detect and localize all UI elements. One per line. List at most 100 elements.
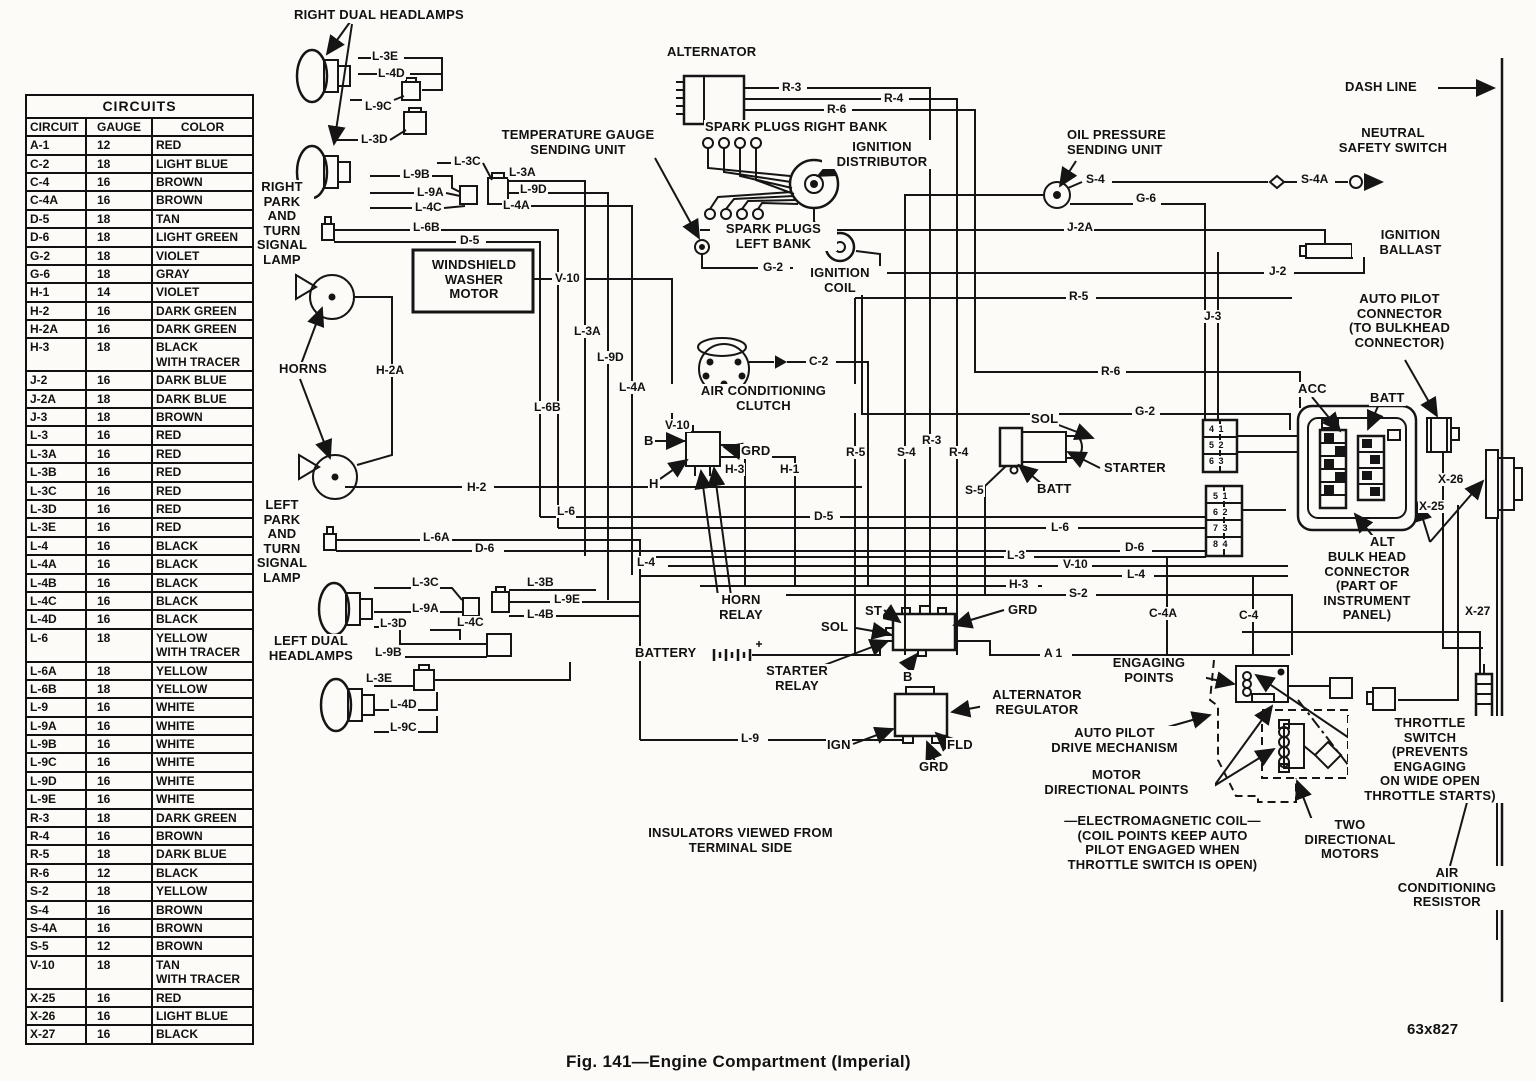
table-cell: 16 xyxy=(85,425,153,446)
table-cell: L-9 xyxy=(25,697,87,718)
table-cell: WHITE xyxy=(151,734,254,755)
starter-relay-icon xyxy=(885,605,957,657)
table-cell: C-2 xyxy=(25,153,87,174)
table-cell: G-6 xyxy=(25,263,87,285)
table-cell: GRAY xyxy=(151,263,254,285)
mechanism-connector-icon xyxy=(1329,677,1353,699)
throttle-switch-icon xyxy=(1366,687,1396,711)
table-cell: R-5 xyxy=(25,844,87,865)
table-cell: RED xyxy=(151,517,254,538)
circuits-table-title: CIRCUITS xyxy=(25,94,254,119)
table-cell: 16 xyxy=(85,300,153,322)
connector-block-b-icon xyxy=(1204,484,1244,558)
table-cell: WHITE xyxy=(151,715,254,737)
spark-plugs-left-icons xyxy=(704,191,799,220)
horn-lower-icon xyxy=(298,453,358,500)
directional-motor-icon xyxy=(1278,719,1305,773)
table-cell: L-4B xyxy=(25,572,87,593)
table-cell: 18 xyxy=(85,844,153,865)
table-cell: L-4A xyxy=(25,554,87,575)
table-cell: 18 xyxy=(85,807,153,829)
table-cell: 18 xyxy=(85,245,153,266)
table-cell: L-3D xyxy=(25,498,87,520)
table-cell: RED xyxy=(151,443,254,465)
table-cell: BLACK xyxy=(151,590,254,612)
table-cell: 18 xyxy=(85,388,153,410)
table-cell: 16 xyxy=(85,319,153,340)
table-cell: BROWN xyxy=(151,899,254,921)
table-cell: 16 xyxy=(85,171,153,193)
table-cell: L-9C xyxy=(25,752,87,773)
table-cell: 16 xyxy=(85,462,153,483)
table-cell: V-10 xyxy=(25,954,87,990)
table-cell: 16 xyxy=(85,609,153,630)
auto-pilot-connector-icon xyxy=(1426,417,1460,453)
table-cell: 16 xyxy=(85,1005,153,1027)
table-cell: H-3 xyxy=(25,337,87,373)
table-cell: BLACK xyxy=(151,862,254,884)
engaging-points-coil-icon xyxy=(1235,665,1289,703)
table-cell: 16 xyxy=(85,370,153,391)
table-cell: 18 xyxy=(85,263,153,285)
right-headlamp-lower-icon xyxy=(295,144,351,200)
table-cell: 16 xyxy=(85,517,153,538)
table-cell: 12 xyxy=(85,135,153,156)
table-cell: 18 xyxy=(85,678,153,700)
table-cell: R-4 xyxy=(25,826,87,847)
right-park-lamp-icon xyxy=(321,216,335,241)
horn-upper-icon xyxy=(295,273,355,320)
table-cell: H-2A xyxy=(25,319,87,340)
table-cell: L-4D xyxy=(25,609,87,630)
table-cell: WHITE xyxy=(151,789,254,810)
table-cell: 16 xyxy=(85,789,153,810)
table-cell: L-3 xyxy=(25,425,87,446)
table-cell: 14 xyxy=(85,282,153,303)
ignition-coil-icon xyxy=(824,231,856,263)
table-cell: LIGHT GREEN xyxy=(151,227,254,248)
table-cell: BROWN xyxy=(151,171,254,193)
table-cell: DARK BLUE xyxy=(151,370,254,391)
table-cell: 16 xyxy=(85,770,153,792)
table-cell: DARK BLUE xyxy=(151,388,254,410)
col-header-gauge: GAUGE xyxy=(85,116,153,138)
table-cell: 12 xyxy=(85,936,153,957)
ac-resistor-icon xyxy=(1474,664,1494,732)
spark-plugs-right-icons xyxy=(702,137,795,195)
table-cell: J-2 xyxy=(25,370,87,391)
table-cell: BLACK xyxy=(151,572,254,593)
table-cell: 16 xyxy=(85,480,153,502)
table-cell: WHITE xyxy=(151,697,254,718)
table-cell: YELLOW xyxy=(151,660,254,681)
table-cell: 16 xyxy=(85,554,153,575)
connector-block-a-icon xyxy=(1201,418,1239,474)
table-cell: L-3B xyxy=(25,462,87,483)
col-header-circuit: CIRCUIT xyxy=(25,116,87,138)
firewall-connector-icon xyxy=(1485,449,1523,519)
table-cell: S-4A xyxy=(25,917,87,939)
starter-icon xyxy=(998,426,1083,475)
left-headlamp-upper-icon xyxy=(317,581,373,637)
right-headlamp-upper-icon xyxy=(295,48,351,104)
table-cell: 16 xyxy=(85,715,153,737)
table-cell: L-6A xyxy=(25,660,87,681)
table-cell: L-9E xyxy=(25,789,87,810)
left-park-lamp-icon xyxy=(323,526,337,551)
